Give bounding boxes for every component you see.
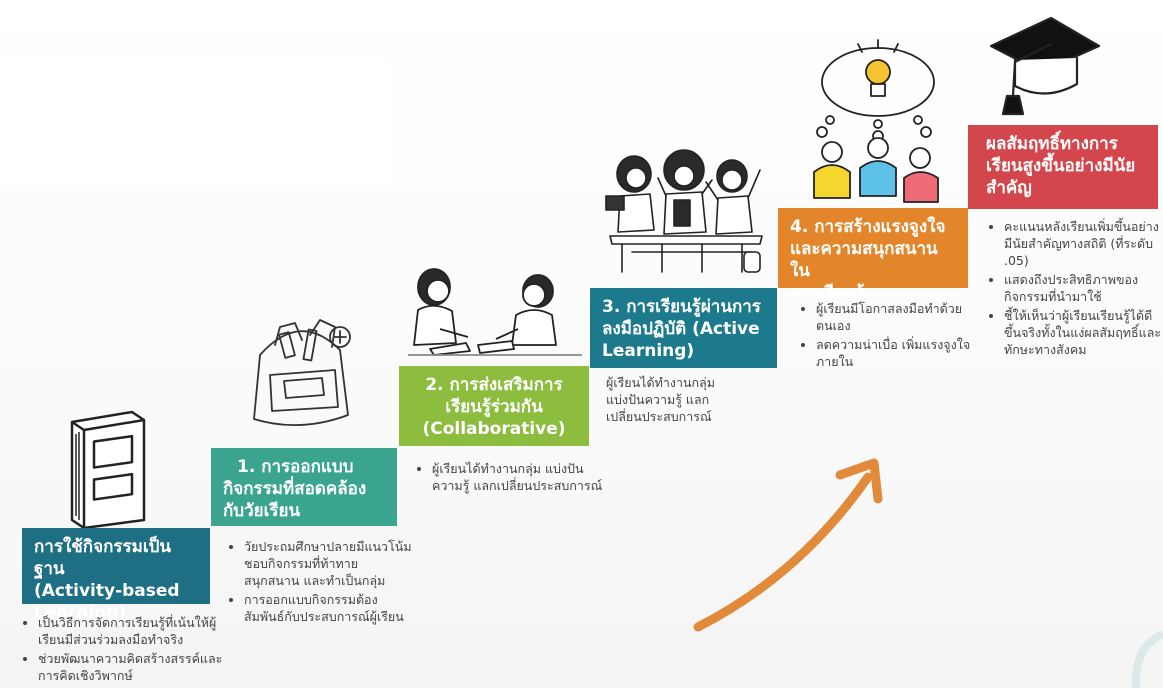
step-0-title-line-2: (Activity-based [34, 581, 180, 601]
step-5-bullet-3: ชี้ให้เห็นว่าผู้เรียนเรียนรู้ได้ดีขึ้นจร… [1004, 307, 1163, 358]
backpack-icon [253, 319, 351, 426]
step-5-title-line-3: สำคัญ [986, 178, 1032, 198]
corner-decoration [1131, 630, 1163, 688]
step-2-bullet-1: ผู้เรียนได้ทำงานกลุ่ม แบ่งปันความรู้ แลก… [432, 460, 607, 494]
step-0-title-line-3: Learning) [34, 603, 127, 623]
step-2-title-line-2: เรียนรู้ร่วมกัน [445, 397, 543, 417]
growth-arrow [693, 458, 883, 632]
step-0-title-line-1: การใช้กิจกรรมเป็นฐาน [34, 537, 172, 579]
step-3-title-box: 3. การเรียนรู้ผ่านการ ลงมือปฏิบัติ (Acti… [590, 288, 777, 368]
step-4-bullet-1: ผู้เรียนมีโอกาสลงมือทำด้วยตนเอง [816, 300, 984, 334]
step-1-title-line-1: 1. การออกแบบ [237, 457, 354, 477]
idea-people-icon [813, 39, 939, 203]
step-1-bullets: วัยประถมศึกษาปลายมีแนวโน้มชอบกิจกรรมที่ท… [228, 538, 414, 627]
step-4-title-line-2: และความสนุกสนานใน [790, 239, 938, 281]
step-5-title-box: ผลสัมฤทธิ์ทางการ เรียนสูงขึ้นอย่างมีนัย … [968, 125, 1158, 209]
step-5-bullet-1: คะแนนหลังเรียนเพิ่มขึ้นอย่างมีนัยสำคัญทา… [1004, 218, 1163, 269]
graduation-cap-icon [989, 16, 1101, 116]
step-4-title-line-1: 4. การสร้างแรงจูงใจ [790, 217, 946, 237]
step-5-title-line-2: เรียนสูงขึ้นอย่างมีนัย [986, 156, 1136, 176]
students-cheering-icon [605, 149, 763, 273]
step-1-bullet-2: การออกแบบกิจกรรมต้องสัมพันธ์กับประสบการณ… [244, 591, 414, 625]
step-0-title-box: การใช้กิจกรรมเป็นฐาน (Activity-based Lea… [22, 528, 210, 623]
step-4-title-line-3: การเรียนรู้ [790, 283, 865, 303]
step-3-paragraph: ผู้เรียนได้ทำงานกลุ่ม แบ่งปันความรู้ แลก… [606, 375, 715, 424]
step-5-bullet-2: แสดงถึงประสิทธิภาพของกิจกรรมที่นำมาใช้ [1004, 271, 1163, 305]
blank-panel [0, 60, 390, 190]
step-1-bullet-1: วัยประถมศึกษาปลายมีแนวโน้มชอบกิจกรรมที่ท… [244, 538, 414, 589]
step-1-title-line-3: กับวัยเรียน [223, 501, 301, 521]
step-0-bullet-2: ช่วยพัฒนาความคิดสร้างสรรค์และการคิดเชิงว… [38, 650, 228, 684]
step-2-bullets: ผู้เรียนได้ทำงานกลุ่ม แบ่งปันความรู้ แลก… [416, 460, 607, 496]
step-3-title-line-1: 3. การเรียนรู้ผ่านการ [602, 297, 761, 317]
step-4-title-box: 4. การสร้างแรงจูงใจ และความสนุกสนานใน กา… [778, 208, 968, 303]
step-2-title-line-3: (Collaborative) [422, 419, 566, 439]
step-5-bullets: คะแนนหลังเรียนเพิ่มขึ้นอย่างมีนัยสำคัญทา… [988, 218, 1163, 360]
step-1-title-box: 1. การออกแบบ กิจกรรมที่สอดคล้อง กับวัยเร… [211, 448, 397, 526]
step-4-bullet-2: ลดความน่าเบื่อ เพิ่มแรงจูงใจภายใน [816, 336, 984, 370]
step-3-title-line-2: ลงมือปฏิบัติ (Active [602, 319, 760, 339]
step-3-title-line-3: Learning) [602, 341, 695, 361]
step-0-bullet-1: เป็นวิธีการจัดการเรียนรู้ที่เน้นให้ผู้เร… [38, 614, 228, 648]
step-1-title-line-2: กิจกรรมที่สอดคล้อง [223, 479, 367, 499]
students-talking-icon [408, 268, 582, 356]
step-2-title-line-1: 2. การส่งเสริมการ [425, 375, 563, 395]
step-4-bullets: ผู้เรียนมีโอกาสลงมือทำด้วยตนเอง ลดความน่… [800, 300, 984, 372]
step-5-title-line-1: ผลสัมฤทธิ์ทางการ [986, 134, 1118, 154]
step-2-title-box: 2. การส่งเสริมการ เรียนรู้ร่วมกัน (Colla… [399, 366, 589, 446]
step-0-bullets: เป็นวิธีการจัดการเรียนรู้ที่เน้นให้ผู้เร… [22, 614, 228, 686]
book-icon [70, 410, 146, 530]
